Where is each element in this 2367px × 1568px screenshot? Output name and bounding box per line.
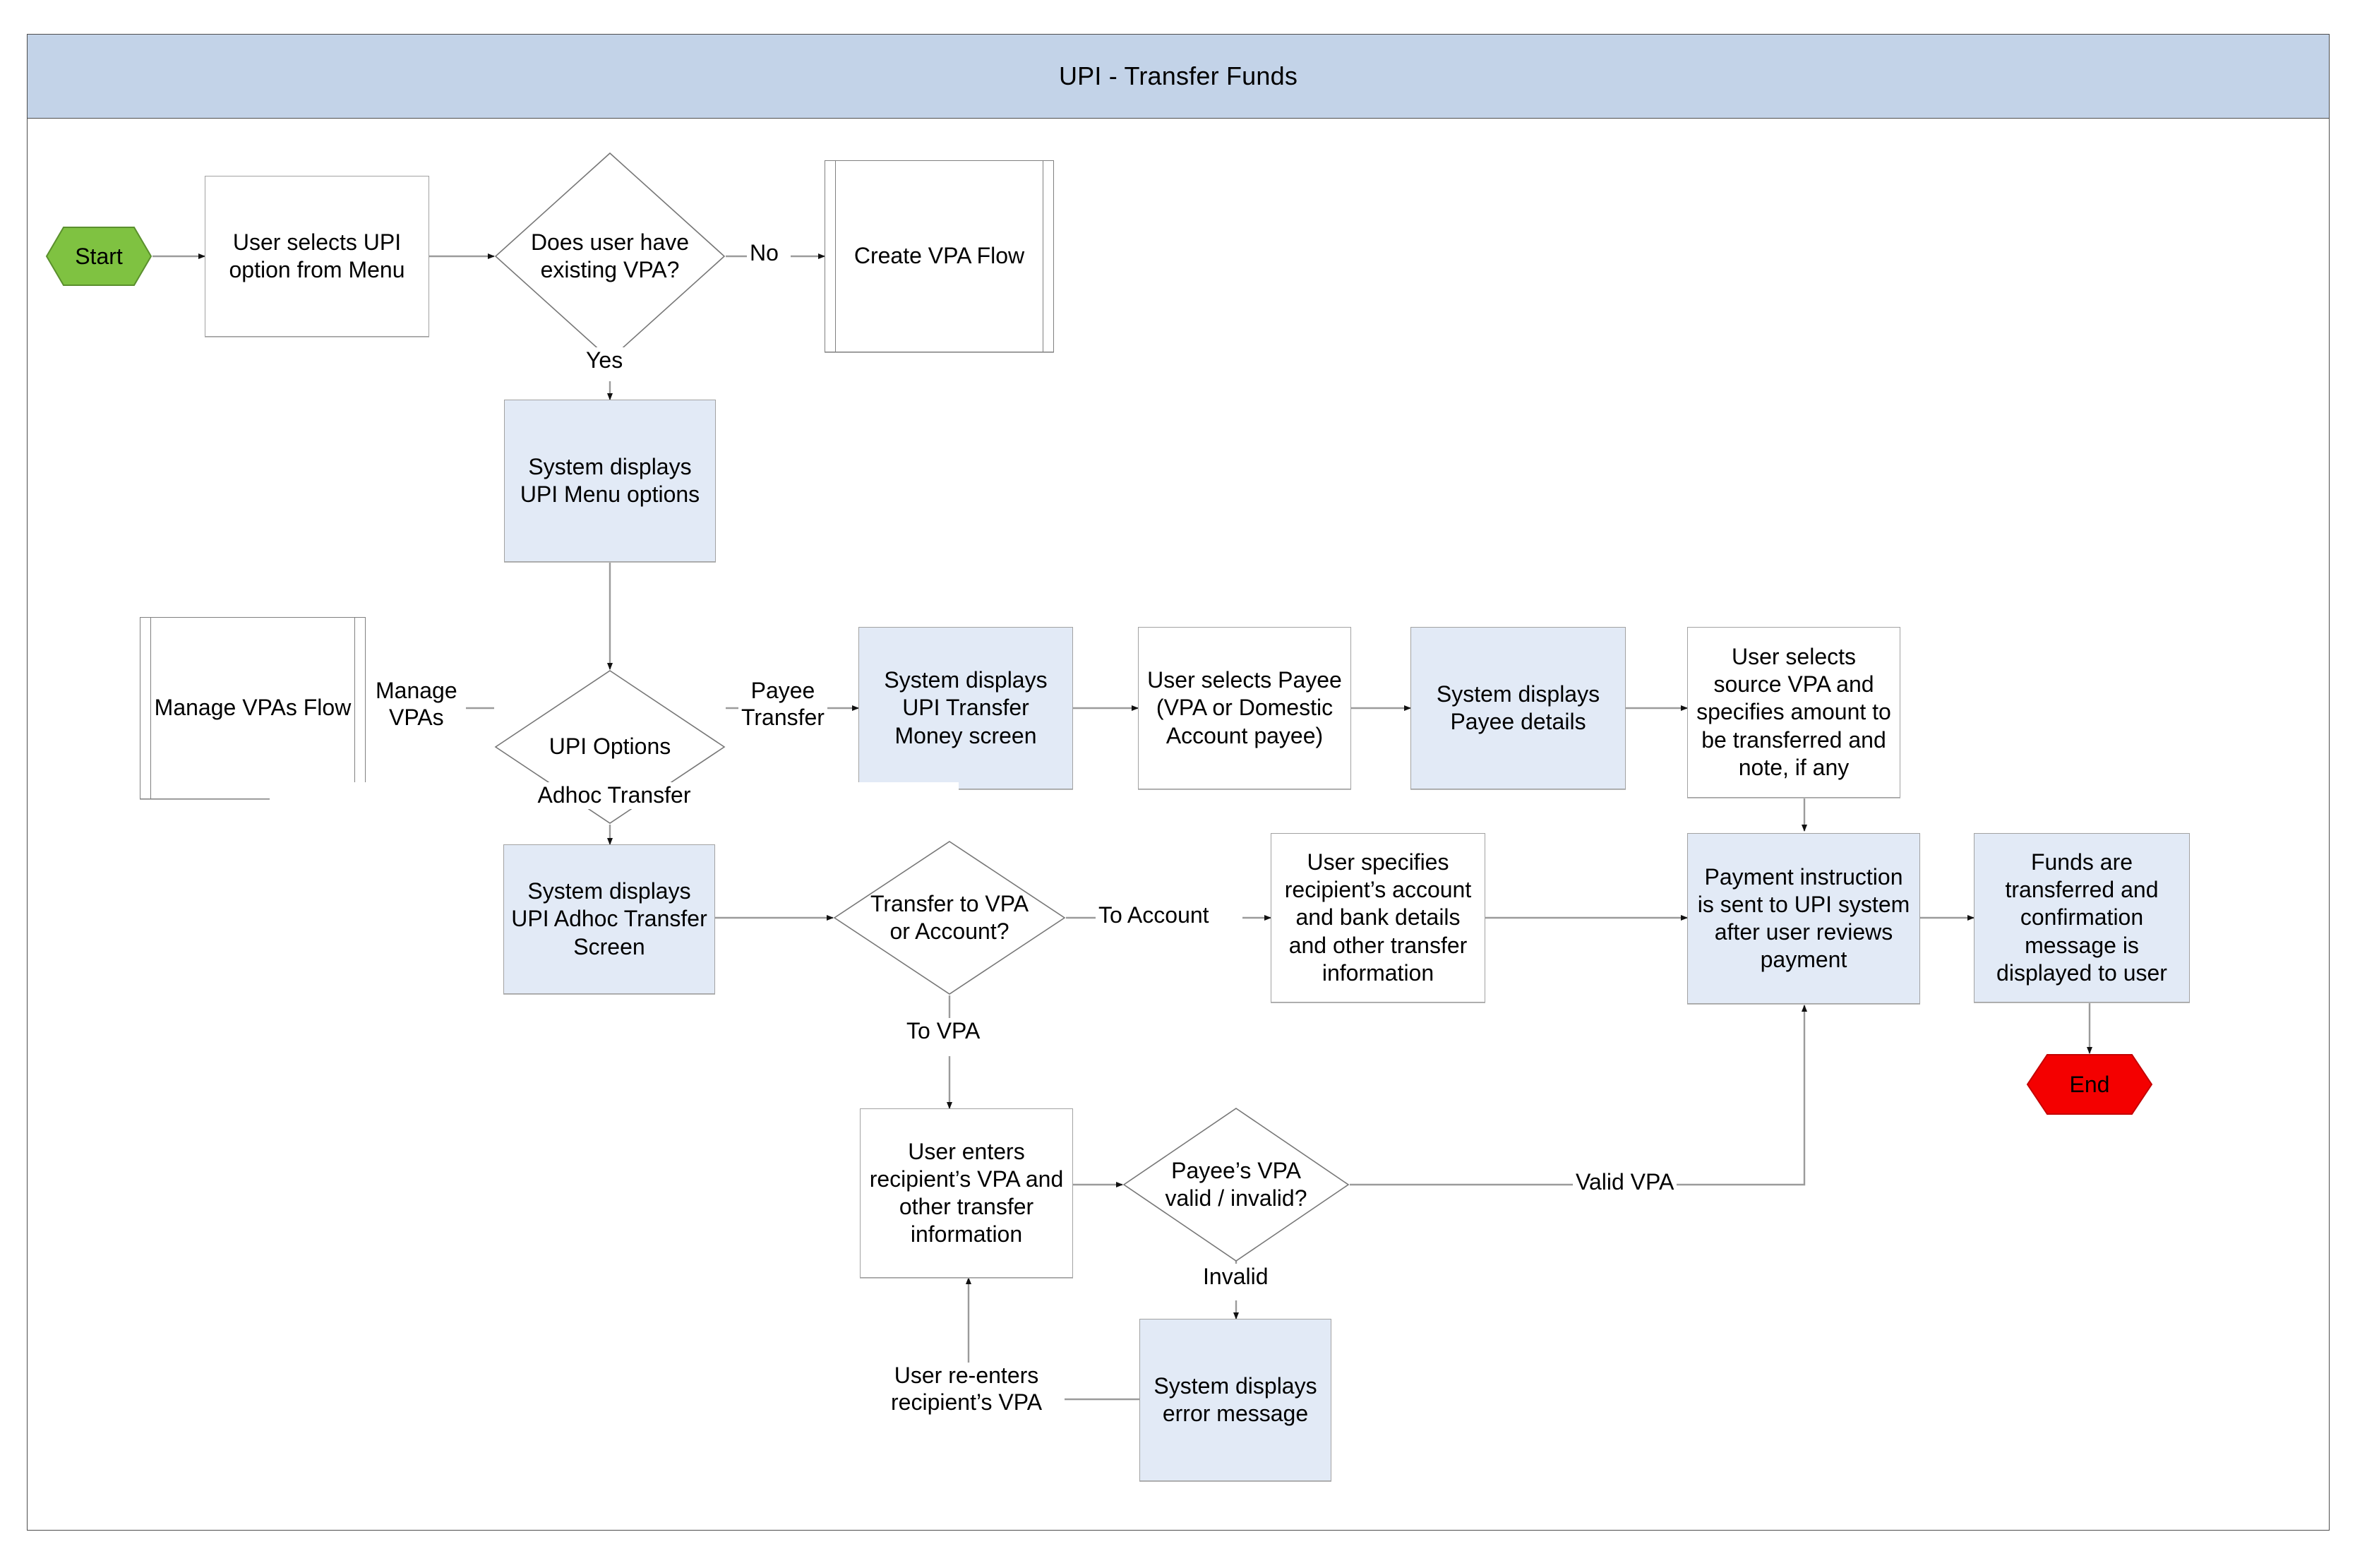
- node-upi-transfer-money-screen[interactable]: System displays UPI Transfer Money scree…: [858, 627, 1073, 789]
- diagram-title-bar: UPI - Transfer Funds: [27, 34, 2330, 119]
- subprocess-bar-left: [150, 618, 151, 798]
- node-funds-transferred[interactable]: Funds are transferred and confirmation m…: [1974, 833, 2190, 1003]
- node-system-displays-upi-menu[interactable]: System displays UPI Menu options: [504, 400, 716, 562]
- node-label: Payment instruction is sent to UPI syste…: [1697, 863, 1910, 973]
- edge-label-to-account: To Account: [1096, 902, 1212, 929]
- node-payee-details[interactable]: System displays Payee details: [1410, 627, 1626, 789]
- node-label: User specifies recipient’s account and b…: [1284, 849, 1472, 986]
- node-label: Transfer to VPA or Account?: [870, 890, 1029, 944]
- edge-label-to-vpa: To VPA: [904, 1018, 983, 1045]
- node-label: Payee’s VPA valid / invalid?: [1165, 1157, 1307, 1211]
- node-label: User selects UPI option from Menu: [229, 229, 405, 282]
- node-label: User enters recipient’s VPA and other tr…: [869, 1138, 1064, 1247]
- node-has-existing-vpa[interactable]: Does user have existing VPA?: [494, 152, 726, 361]
- node-create-vpa-flow[interactable]: Create VPA Flow: [825, 160, 1054, 352]
- node-label: UPI Options: [549, 734, 671, 760]
- start-terminator[interactable]: Start: [45, 226, 152, 287]
- node-label: Create VPA Flow: [853, 243, 1025, 269]
- subprocess-bar-left: [835, 161, 836, 352]
- node-manage-vpas-flow[interactable]: Manage VPAs Flow: [140, 617, 366, 799]
- edge-label-no: No: [747, 240, 781, 267]
- node-source-vpa-amount[interactable]: User selects source VPA and specifies am…: [1687, 627, 1900, 798]
- start-label: Start: [75, 243, 123, 269]
- edge-label-adhoc-transfer: Adhoc Transfer: [270, 782, 959, 809]
- node-user-selects-upi[interactable]: User selects UPI option from Menu: [205, 176, 429, 337]
- hexagon-shape: [45, 227, 152, 286]
- node-user-selects-payee[interactable]: User selects Payee (VPA or Domestic Acco…: [1138, 627, 1351, 789]
- node-label: User selects Payee (VPA or Domestic Acco…: [1147, 667, 1342, 748]
- node-label: System displays Payee details: [1436, 681, 1600, 734]
- node-label: User selects source VPA and specifies am…: [1696, 644, 1891, 780]
- node-label: System displays error message: [1153, 1372, 1317, 1426]
- end-label: End: [2069, 1071, 2110, 1097]
- diamond-shape: [1122, 1108, 1350, 1262]
- node-label: System displays UPI Adhoc Transfer Scree…: [511, 878, 707, 959]
- node-label: System displays UPI Transfer Money scree…: [884, 667, 1048, 748]
- diamond-shape: [833, 841, 1066, 995]
- hexagon-shape: [2026, 1054, 2153, 1115]
- node-error-message[interactable]: System displays error message: [1139, 1319, 1331, 1481]
- node-label: System displays UPI Menu options: [520, 453, 700, 507]
- node-transfer-vpa-or-account[interactable]: Transfer to VPA or Account?: [833, 840, 1066, 995]
- node-user-enters-vpa[interactable]: User enters recipient’s VPA and other tr…: [860, 1108, 1073, 1278]
- edge-label-user-reenters-vpa: User re-enters recipient’s VPA: [888, 1363, 1045, 1416]
- node-label: Manage VPAs Flow: [154, 695, 352, 721]
- end-terminator[interactable]: End: [2026, 1053, 2153, 1115]
- node-payment-instruction[interactable]: Payment instruction is sent to UPI syste…: [1687, 833, 1920, 1004]
- node-vpa-valid-invalid[interactable]: Payee’s VPA valid / invalid?: [1122, 1107, 1350, 1262]
- edge-label-yes: Yes: [583, 347, 626, 374]
- subprocess-bar-right: [354, 618, 355, 798]
- node-label: Funds are transferred and confirmation m…: [1996, 849, 2167, 986]
- edge-label-payee-transfer: Payee Transfer: [738, 678, 827, 731]
- page-title: UPI - Transfer Funds: [1058, 61, 1298, 90]
- edge-label-invalid: Invalid: [1200, 1264, 1271, 1291]
- edge-label-valid-vpa: Valid VPA: [1573, 1169, 1677, 1196]
- node-upi-adhoc-screen[interactable]: System displays UPI Adhoc Transfer Scree…: [503, 844, 715, 994]
- node-label: Does user have existing VPA?: [530, 229, 690, 282]
- node-recipient-account-details[interactable]: User specifies recipient’s account and b…: [1271, 833, 1485, 1003]
- edge-label-manage-vpas: Manage VPAs: [373, 678, 460, 731]
